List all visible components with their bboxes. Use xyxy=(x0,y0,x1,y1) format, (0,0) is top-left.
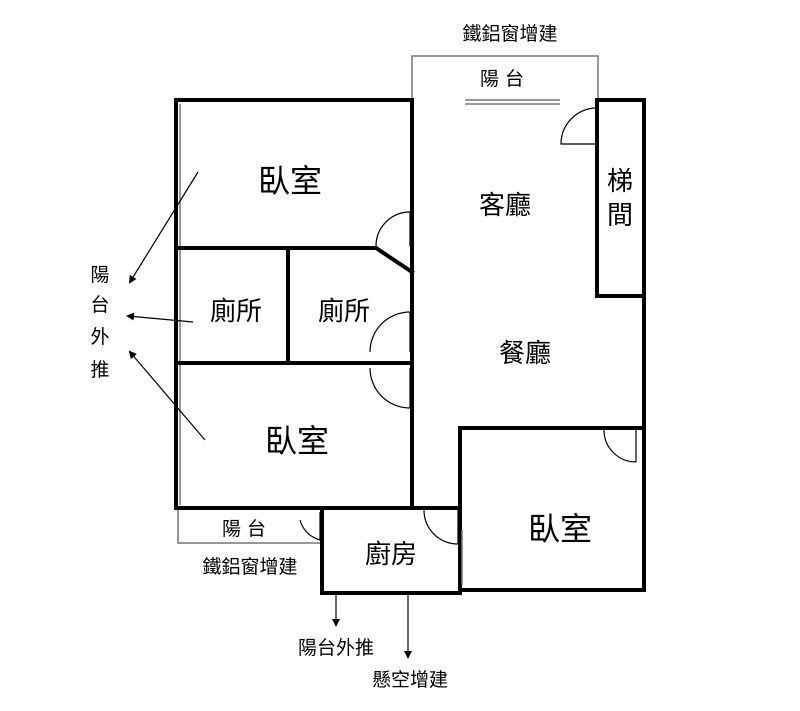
note-cantilever-addition: 懸空增建 xyxy=(372,669,448,691)
room-label-stairwell-1: 梯 xyxy=(607,167,633,197)
door-bedroom-top xyxy=(375,211,411,247)
note-kitchen-balcony-push-out: 陽台外推 xyxy=(298,637,374,659)
room-label-bedroom-bottom-right: 臥室 xyxy=(528,510,592,548)
door-living-balcony xyxy=(560,107,598,145)
walls xyxy=(174,98,646,595)
room-label-bathroom-left: 廁所 xyxy=(210,297,262,327)
room-label-balcony-top: 陽 台 xyxy=(480,68,524,90)
note-top-window-addition: 鐵鋁窗增建 xyxy=(462,23,557,45)
room-label-bedroom-middle: 臥室 xyxy=(265,422,329,460)
note-balcony-push-out-2: 台 xyxy=(90,294,109,316)
room-label-bedroom-top: 臥室 xyxy=(258,162,322,200)
door-bedroom-bottom-right xyxy=(603,429,637,463)
room-label-bathroom-right: 廁所 xyxy=(318,297,370,327)
note-bottom-window-addition: 鐵鋁窗增建 xyxy=(202,556,297,578)
room-label-dining-room: 餐廳 xyxy=(499,339,551,369)
room-label-stairwell-2: 間 xyxy=(607,201,633,231)
door-kitchen xyxy=(423,509,459,545)
room-label-balcony-bottom: 陽 台 xyxy=(222,518,266,540)
room-label-living-room: 客廳 xyxy=(479,191,531,221)
door-balcony-bottom xyxy=(299,512,321,541)
balcony-bottom-outline xyxy=(177,508,322,544)
note-balcony-push-out-1: 陽 xyxy=(90,264,109,286)
door-bedroom-middle xyxy=(369,367,411,409)
note-balcony-push-out-4: 推 xyxy=(90,359,109,381)
door-bathroom-right xyxy=(369,311,411,353)
room-label-kitchen: 廚房 xyxy=(365,540,417,570)
note-balcony-push-out-3: 外 xyxy=(90,326,109,348)
arrows xyxy=(126,171,412,659)
balcony-top-outline xyxy=(411,55,599,105)
